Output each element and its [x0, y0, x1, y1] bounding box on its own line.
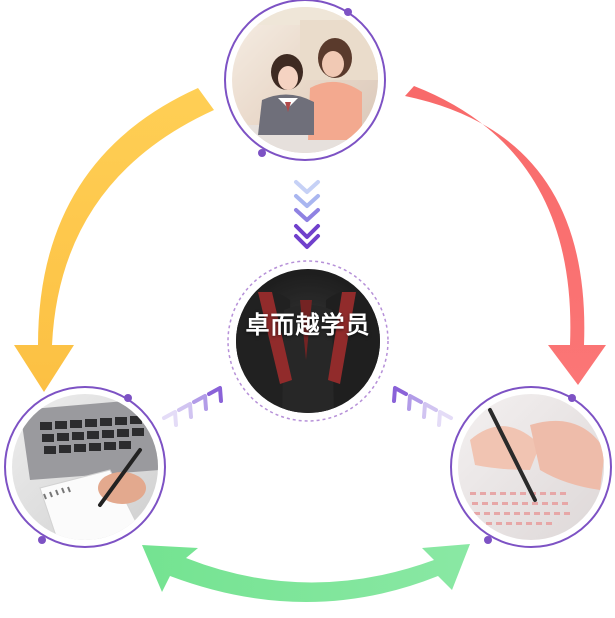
yellow-arrow: [14, 88, 214, 392]
red-arrow: [405, 86, 606, 385]
center-photo-node: [227, 260, 389, 422]
left-chevrons: [162, 386, 223, 427]
center-label: 卓而越学员: [245, 311, 371, 339]
teacher-tutoring-student-photo: [232, 7, 378, 153]
left-photo-node: [2, 384, 168, 550]
down-chevrons: [294, 180, 320, 249]
exam-answer-sheet-photo: [458, 394, 604, 540]
right-chevrons: [392, 386, 453, 427]
green-double-arrow: [142, 544, 470, 602]
right-photo-node: [448, 384, 614, 550]
laptop-notebook-writing-photo: [12, 394, 158, 540]
top-photo-node: [222, 0, 388, 163]
graduates-photo: [236, 269, 380, 413]
